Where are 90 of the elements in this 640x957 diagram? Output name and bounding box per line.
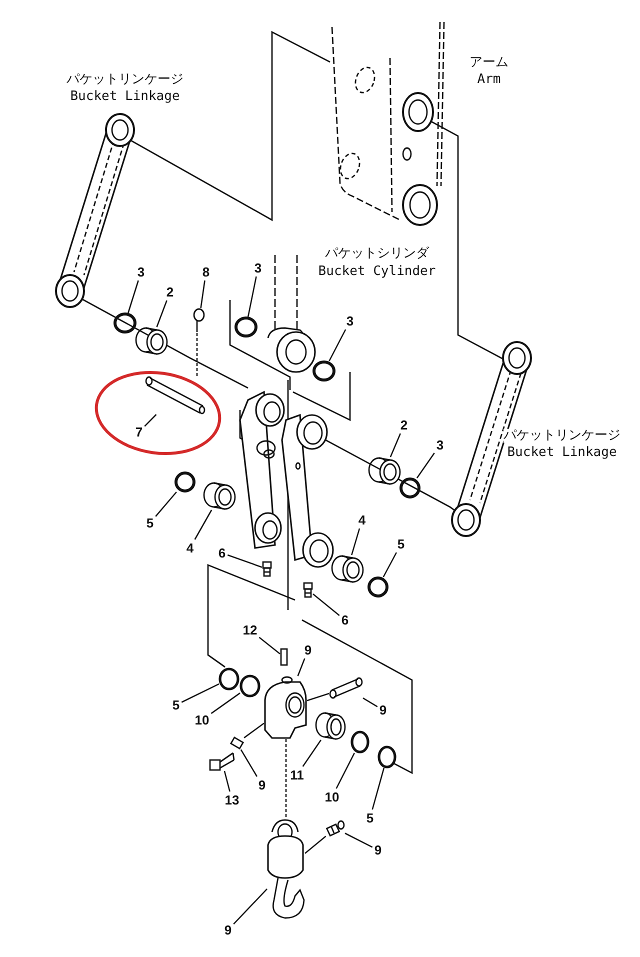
leader-line: [240, 749, 258, 777]
callout-number: 5: [145, 516, 155, 530]
o-ring: [240, 674, 260, 698]
bolt-drawing: [209, 752, 235, 771]
leader-line: [181, 683, 220, 703]
hook-drawing: [267, 819, 305, 919]
assembly-line: [306, 692, 330, 702]
callout-number: 5: [365, 810, 375, 826]
callout-number: 7: [134, 424, 144, 440]
callout-number: 2: [399, 418, 409, 432]
grease-nipple-drawing: [303, 582, 313, 598]
callout-number: 9: [378, 702, 388, 718]
assembly-line: [196, 333, 198, 376]
assembly-line: [285, 739, 287, 819]
callout-number: 9: [223, 922, 233, 938]
o-ring: [218, 668, 240, 690]
pin-drawing: [329, 677, 363, 699]
o-ring: [234, 316, 258, 338]
leader-line: [156, 300, 168, 328]
leader-line: [224, 770, 230, 792]
shim: [230, 736, 244, 750]
part-label: Bucket Linkage: [70, 90, 180, 104]
leader-line: [344, 832, 373, 848]
callout-number: 3: [345, 314, 355, 328]
leader-line: [247, 276, 257, 318]
assembly-line: [304, 836, 326, 854]
callout-number: 2: [165, 284, 175, 300]
leader-line: [200, 280, 206, 308]
swivel-block-drawing: [264, 676, 307, 739]
leader-line: [336, 752, 355, 789]
part-label: Bucket Linkage: [507, 446, 617, 460]
leader-line: [194, 510, 212, 540]
bushing-drawing: [368, 457, 401, 485]
leader-line: [227, 554, 262, 568]
part-label: アーム: [470, 56, 508, 70]
leader-line: [372, 768, 385, 810]
callout-number: 6: [217, 546, 227, 560]
o-ring: [312, 360, 336, 382]
callout-number: 5: [396, 536, 406, 552]
leader-line: [382, 552, 398, 578]
callout-number: 4: [185, 540, 195, 556]
bushing-drawing: [203, 482, 236, 510]
leader-line: [362, 698, 378, 708]
callout-number: 3: [253, 260, 263, 276]
part-label: パケットリンケージ: [504, 428, 620, 444]
callout-number: 9: [257, 778, 267, 792]
o-ring: [378, 746, 396, 768]
callout-number: 6: [340, 612, 350, 628]
o-ring: [114, 312, 136, 334]
callout-number: 13: [224, 792, 240, 808]
callout-number: 11: [289, 768, 305, 782]
pin-drawing: [145, 376, 206, 414]
leader-line: [128, 280, 139, 314]
grease-nipple: [280, 648, 288, 666]
leader-line: [416, 452, 435, 478]
leader-line: [258, 636, 280, 654]
o-ring: [368, 576, 388, 598]
callout-number: 3: [136, 264, 146, 280]
leader-line: [351, 528, 360, 556]
leader-line: [302, 740, 322, 767]
bushing-drawing: [315, 712, 346, 740]
o-ring: [400, 478, 420, 498]
leader-line: [233, 888, 268, 925]
callout-number: 9: [373, 842, 383, 858]
bushing-drawing: [135, 327, 168, 355]
o-ring: [350, 730, 370, 754]
callout-number: 10: [324, 790, 340, 804]
leader-line: [312, 594, 340, 616]
pin-drawing: [193, 308, 205, 332]
leader-line: [390, 433, 401, 458]
o-ring: [174, 472, 196, 492]
grease-nipple-drawing: [262, 561, 272, 577]
assembly-line: [244, 722, 264, 738]
leader-line: [144, 414, 157, 427]
callout-number: 5: [171, 698, 181, 712]
callout-number: 9: [303, 642, 313, 658]
leader-line: [328, 329, 346, 362]
bushing-drawing: [331, 555, 364, 583]
leader-line: [155, 492, 177, 517]
part-label: Bucket Cylinder: [318, 264, 436, 280]
callout-number: 4: [357, 512, 367, 528]
leader-line: [297, 658, 306, 676]
grease-nipple-drawing: [326, 820, 345, 837]
part-label: パケットシリンダ: [325, 246, 429, 262]
leader-line: [210, 692, 240, 714]
callout-number: 3: [435, 438, 445, 452]
callout-number: 10: [194, 712, 210, 728]
callout-number: 8: [201, 264, 211, 280]
callout-number: 12: [242, 622, 258, 638]
part-label: パケットリンケージ: [66, 72, 184, 88]
